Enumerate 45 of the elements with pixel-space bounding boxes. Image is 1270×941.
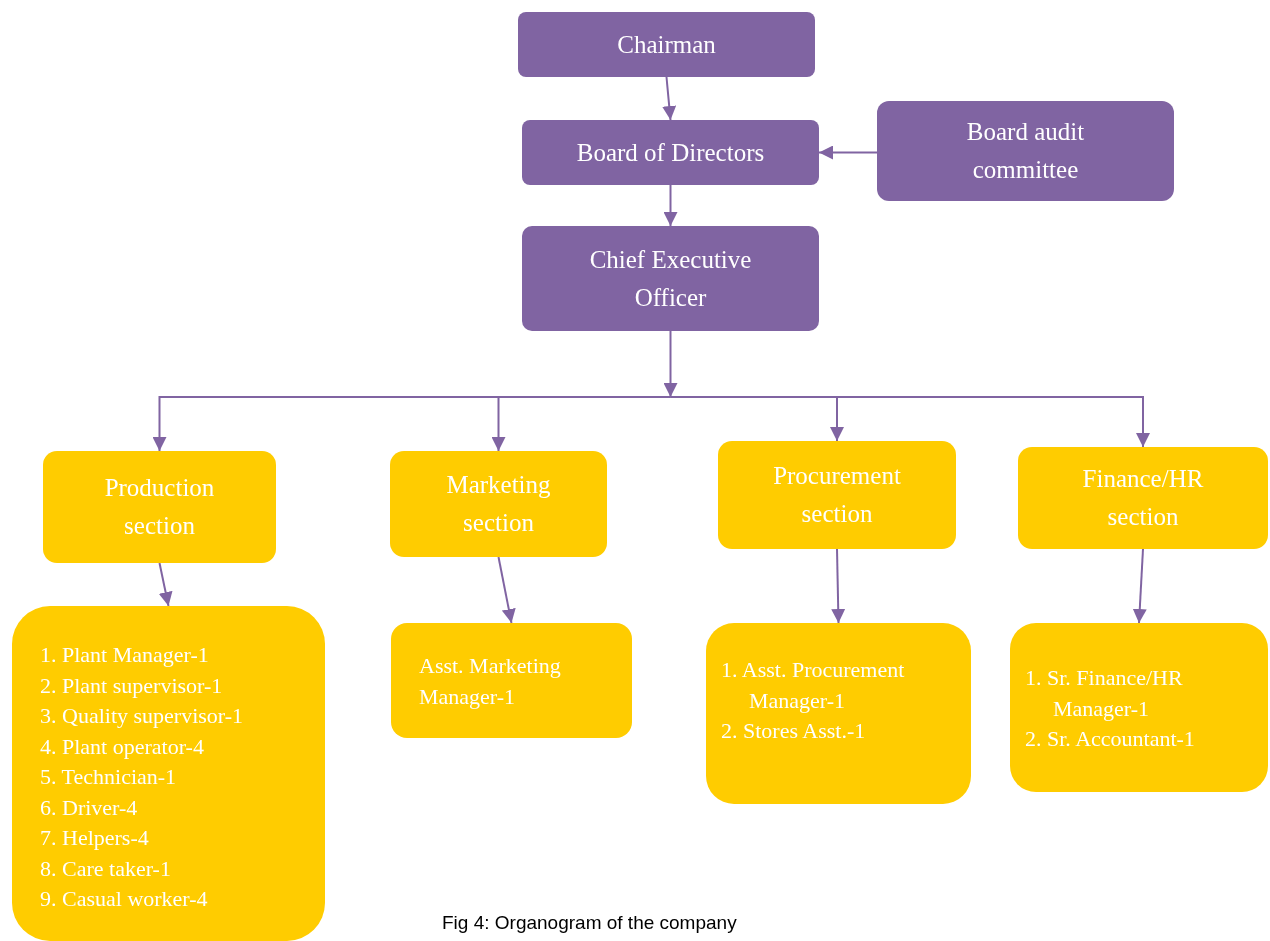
box-label: Production section	[103, 473, 216, 541]
list-item: 9. Casual worker-4	[40, 885, 209, 913]
list-item: 2. Sr. Accountant-1	[1025, 725, 1196, 753]
arrow	[818, 145, 878, 160]
list-item: 1. Asst. Procurement Manager-1	[721, 656, 906, 715]
role-box	[518, 12, 815, 77]
list-item: 1. Plant Manager-1	[40, 641, 210, 669]
list-item: 1. Sr. Finance/HR Manager-1	[1025, 664, 1184, 723]
section-box	[718, 441, 956, 549]
staff-list-box	[12, 606, 325, 941]
list-item: 3. Quality supervisor-1	[40, 702, 245, 730]
list-item: 2. Stores Asst.-1	[721, 717, 867, 745]
staff-list-box	[1010, 623, 1268, 792]
box-label: Marketing section	[445, 470, 552, 538]
box-label: Chairman	[616, 29, 717, 60]
box-label: Board audit committee	[965, 117, 1086, 185]
figure-caption: Fig 4: Organogram of the company	[442, 912, 737, 934]
list-item: Asst. Marketing Manager-1	[419, 652, 562, 711]
list-item: 7. Helpers-4	[40, 824, 150, 852]
arrow	[663, 184, 678, 227]
list-item: 4. Plant operator-4	[40, 732, 205, 761]
arrow	[669, 396, 1150, 448]
section-box	[1018, 447, 1268, 549]
arrow	[662, 76, 677, 121]
box-label: Procurement section	[772, 461, 902, 529]
role-box	[522, 226, 819, 331]
staff-list-box	[391, 623, 632, 738]
staff-list-box	[706, 623, 971, 804]
arrow	[1132, 548, 1147, 624]
role-box	[522, 120, 819, 185]
role-box	[877, 101, 1174, 201]
arrow	[158, 562, 173, 607]
arrow	[831, 548, 846, 624]
arrow	[497, 556, 516, 624]
box-label: Finance/HR section	[1081, 464, 1205, 532]
list-item: 8. Care taker-1	[40, 854, 172, 883]
list-item: 6. Driver-4	[40, 793, 139, 822]
box-label: Board of Directors	[575, 137, 766, 168]
arrow	[491, 396, 672, 452]
list-item: 2. Plant supervisor-1	[40, 671, 224, 700]
list-item: 5. Technician-1	[40, 763, 178, 791]
box-label: Chief Executive Officer	[588, 244, 753, 313]
connector-trunk	[663, 330, 678, 398]
section-box	[390, 451, 607, 557]
section-box	[43, 451, 276, 563]
